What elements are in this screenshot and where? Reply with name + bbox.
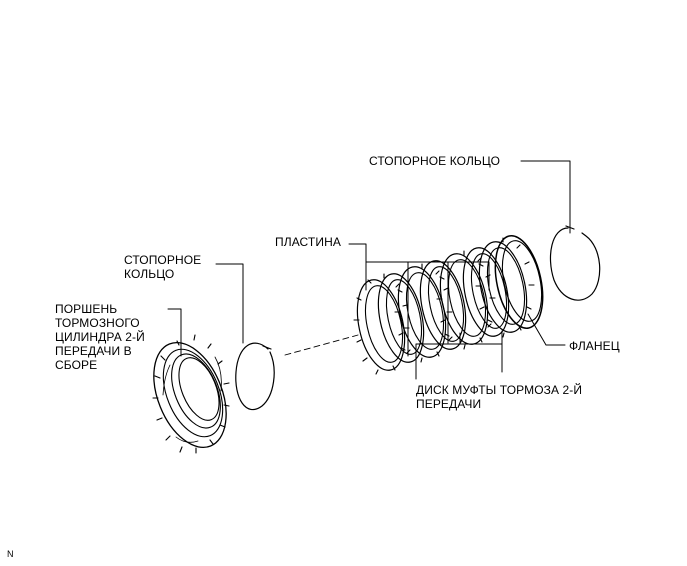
label-clutch-disc: ДИСК МУФТЫ ТОРМОЗА 2-Й ПЕРЕДАЧИ — [416, 383, 583, 411]
label-flange: ФЛАНЕЦ — [569, 339, 620, 353]
snap-ring-right — [549, 225, 601, 301]
label-piston-assembly: ПОРШЕНЬ ТОРМОЗНОГО ЦИЛИНДРА 2-Й ПЕРЕДАЧИ… — [55, 302, 145, 372]
snap-ring-left — [235, 342, 275, 411]
label-snap-ring-top: СТОПОРНОЕ КОЛЬЦО — [369, 154, 501, 168]
piston-assembly — [152, 334, 230, 454]
diagram-code: N — [7, 549, 14, 559]
leader-lines — [167, 160, 571, 380]
label-plate: ПЛАСТИНА — [275, 235, 341, 249]
assembly-center-line — [284, 334, 359, 356]
clutch-pack — [353, 235, 544, 375]
label-snap-ring-left: СТОПОРНОЕ КОЛЬЦО — [124, 253, 202, 281]
